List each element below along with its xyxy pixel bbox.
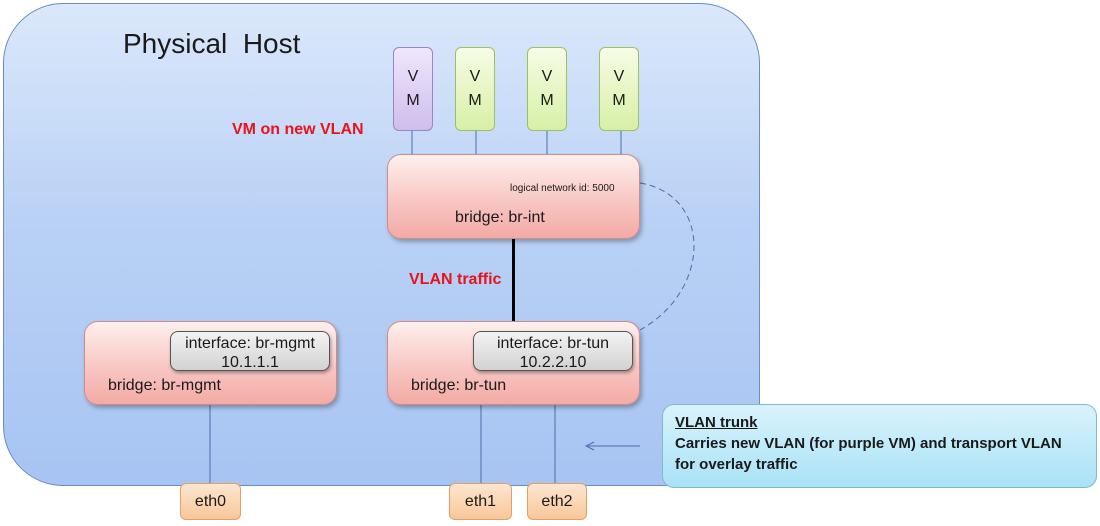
vlan-trunk-line1: Carries new VLAN (for purple VM) and tra…: [675, 435, 1062, 452]
vm-label-line2: M: [540, 92, 554, 109]
overlay-dashed-path: [639, 182, 695, 331]
vlan-trunk-title: VLAN trunk: [675, 414, 758, 431]
vlan-trunk-line2: for overlay traffic: [675, 456, 798, 473]
interface-br-mgmt-ip: 10.1.1.1: [221, 354, 279, 371]
interface-br-mgmt-name: interface: br-mgmt: [185, 335, 315, 352]
vlan-traffic-label: VLAN traffic: [409, 271, 502, 288]
eth0-port[interactable]: eth0: [180, 483, 241, 520]
vm-label-line1: V: [407, 68, 419, 85]
bridge-br-tun-label: bridge: br-tun: [411, 377, 507, 394]
vm-label-line1: V: [469, 68, 481, 85]
interface-br-tun-name: interface: br-tun: [496, 335, 610, 352]
logical-network-id: logical network id: 5000: [510, 183, 615, 194]
bridge-br-int[interactable]: [387, 154, 640, 239]
vm-purple[interactable]: V M: [393, 47, 433, 131]
bridge-br-int-label: bridge: br-int: [455, 209, 545, 226]
vm-label-line2: M: [468, 92, 482, 109]
vm-green-1[interactable]: V M: [455, 47, 495, 131]
vm-label-line2: M: [406, 92, 420, 109]
eth1-port[interactable]: eth1: [449, 483, 512, 520]
vm-green-2[interactable]: V M: [527, 47, 567, 131]
vm-new-vlan-label: VM on new VLAN: [232, 121, 364, 138]
vm-green-3[interactable]: V M: [599, 47, 639, 131]
vm-label-line2: M: [612, 92, 626, 109]
trunk-arrow-head: [584, 441, 595, 451]
interface-br-tun[interactable]: interface: br-tun 10.2.2.10: [473, 331, 633, 371]
eth2-port[interactable]: eth2: [527, 483, 587, 520]
vlan-trunk-callout: VLAN trunk Carries new VLAN (for purple …: [662, 404, 1097, 488]
vm-label-line1: V: [541, 68, 553, 85]
vm-label-line1: V: [613, 68, 625, 85]
host-title: Physical Host: [123, 28, 301, 59]
bridge-br-mgmt-label: bridge: br-mgmt: [108, 377, 221, 394]
interface-br-tun-ip: 10.2.2.10: [519, 354, 587, 371]
vlan-traffic-link: [512, 239, 515, 322]
interface-br-mgmt[interactable]: interface: br-mgmt 10.1.1.1: [170, 331, 330, 371]
